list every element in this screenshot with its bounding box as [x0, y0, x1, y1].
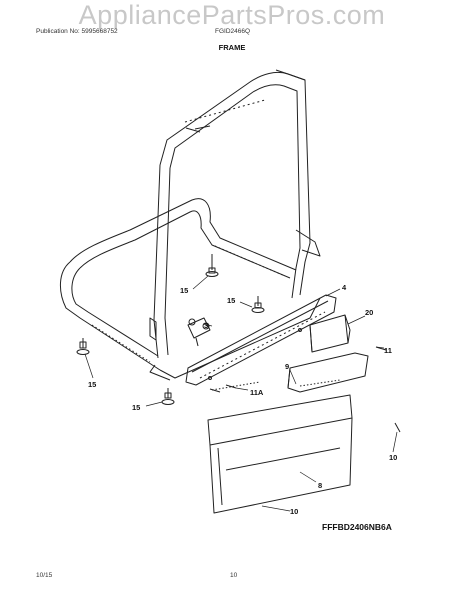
leveling-foot — [161, 388, 175, 405]
callout-10: 10 — [389, 453, 397, 462]
callout-10: 10 — [290, 507, 298, 516]
frame-base — [60, 198, 321, 381]
page-number: 10 — [230, 572, 238, 579]
model-number: FGID2466Q — [215, 28, 251, 35]
publication-number: Publication No: 5995668752 — [36, 28, 118, 35]
callout-11a: 11A — [250, 388, 264, 397]
leader-lines — [84, 275, 398, 512]
callout-11: 11 — [384, 346, 392, 355]
callout-20: 20 — [365, 308, 373, 317]
screw-11a — [209, 384, 237, 393]
callout-15: 15 — [180, 286, 188, 295]
callout-4: 4 — [342, 283, 347, 292]
kickplate-8 — [207, 379, 353, 514]
bracket-20 — [309, 314, 351, 353]
watermark: AppliancePartsPros.com — [78, 0, 386, 30]
leveling-foot — [251, 296, 265, 313]
access-panel-9 — [287, 352, 369, 393]
callout-9: 9 — [285, 362, 289, 371]
diagram-title: FRAME — [218, 43, 246, 52]
leveling-foot — [205, 254, 219, 277]
frame-upright — [153, 69, 321, 359]
screw-10 — [394, 422, 401, 433]
callout-15: 15 — [88, 380, 96, 389]
footer-date: 10/15 — [36, 572, 53, 579]
callout-15: 15 — [132, 403, 140, 412]
callout-15: 15 — [227, 296, 235, 305]
callout-8: 8 — [318, 481, 322, 490]
callout-3: 3 — [204, 321, 208, 330]
diagram-code: FFFBD2406NB6A — [322, 522, 392, 532]
lower-rail — [185, 294, 337, 386]
water-valve — [187, 317, 211, 347]
leveling-foot — [76, 338, 90, 355]
